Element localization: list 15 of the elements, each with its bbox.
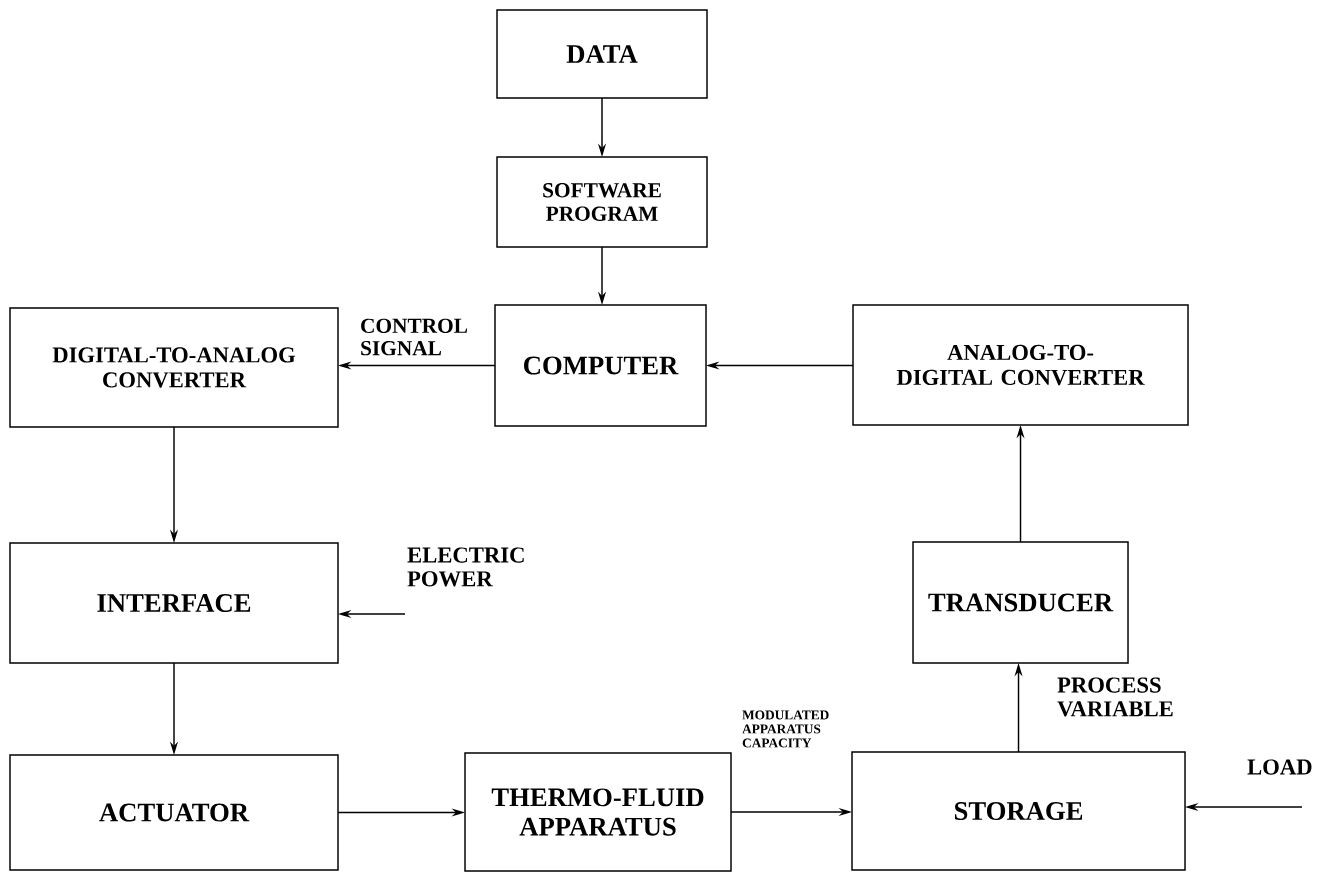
edge-label: LOAD [1247,759,1312,775]
process-box: SOFTWARE PROGRAM [496,156,708,248]
edge-label: PROCESS VARIABLE [1057,677,1173,717]
process-box: INTERFACE [9,542,339,664]
process-box: ANALOG-TO-DIGITAL CONVERTER [852,304,1189,426]
process-box: DATA [496,9,708,99]
process-box: THERMO-FLUID APPARATUS [464,752,732,872]
process-box: COMPUTER [494,304,707,427]
process-box: DIGITAL-TO-ANALOG CONVERTER [9,307,339,428]
edge-label: ELECTRIC POWER [407,547,524,587]
edge-label: MODULATED APPARATUS CAPACITY [742,710,829,748]
process-box: ACTUATOR [9,754,339,871]
edge-label: CONTROL SIGNAL [361,318,468,356]
process-box: TRANSDUCER [912,541,1129,664]
process-box: STORAGE [851,751,1186,871]
